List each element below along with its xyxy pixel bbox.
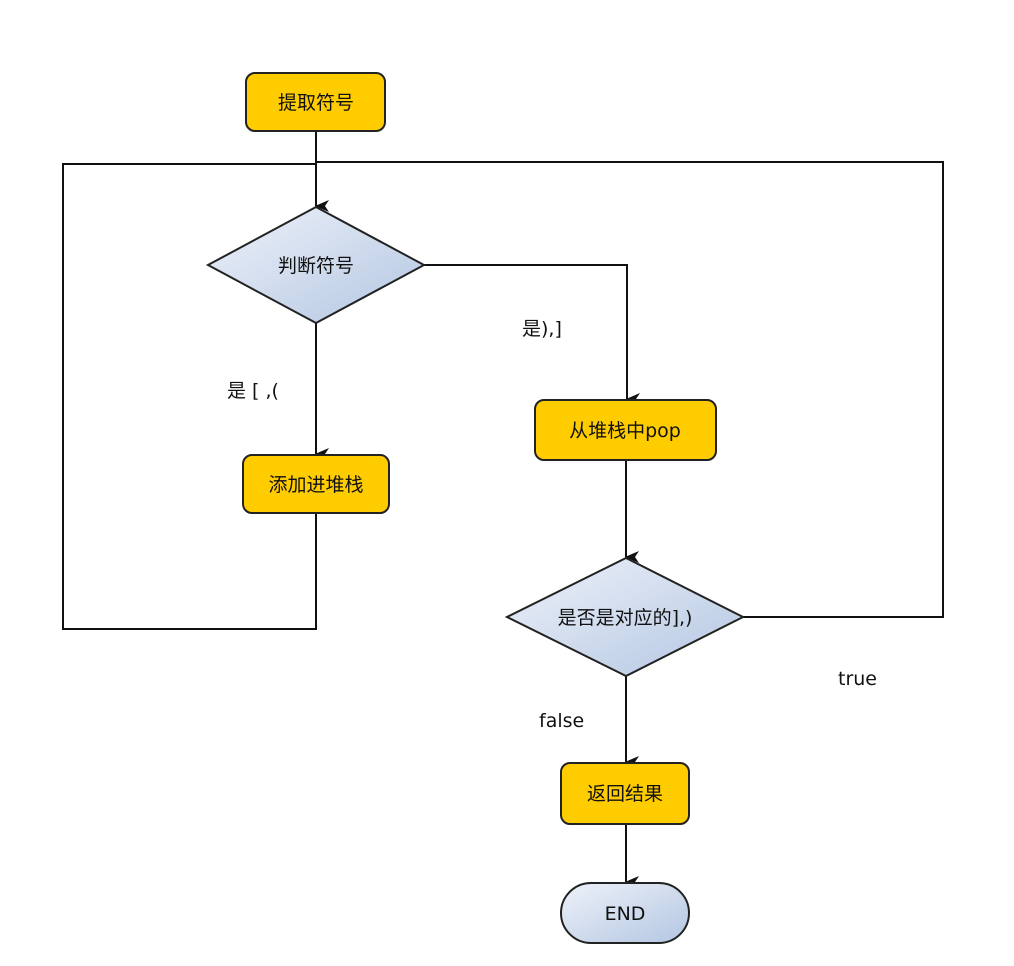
node-end[interactable]: END: [560, 882, 690, 944]
node-push[interactable]: 添加进堆栈: [242, 454, 390, 514]
edge-label-match-true: true: [838, 668, 877, 690]
node-extract-label: 提取符号: [278, 92, 354, 114]
edge-judge-to-pop: [424, 264, 640, 405]
node-result[interactable]: 返回结果: [560, 762, 690, 825]
node-pop[interactable]: 从堆栈中pop: [534, 399, 717, 461]
node-push-label: 添加进堆栈: [268, 474, 363, 496]
node-match-label: 是否是对应的],): [558, 607, 693, 629]
edge-push-loop-back: [62, 163, 317, 630]
edge-label-match-false: false: [539, 710, 584, 732]
edges: [62, 131, 944, 888]
node-match[interactable]: 是否是对应的],): [504, 556, 746, 678]
node-extract[interactable]: 提取符号: [245, 72, 386, 132]
node-end-label: END: [605, 903, 646, 925]
edge-label-judge-to-pop: 是),]: [522, 318, 562, 340]
node-result-label: 返回结果: [587, 783, 663, 805]
node-judge[interactable]: 判断符号: [205, 205, 427, 325]
edge-label-judge-to-push: 是 [ ,(: [227, 380, 279, 402]
node-judge-label: 判断符号: [278, 255, 354, 277]
node-pop-label: 从堆栈中pop: [569, 420, 681, 442]
edge-match-true-loop: [316, 161, 944, 618]
